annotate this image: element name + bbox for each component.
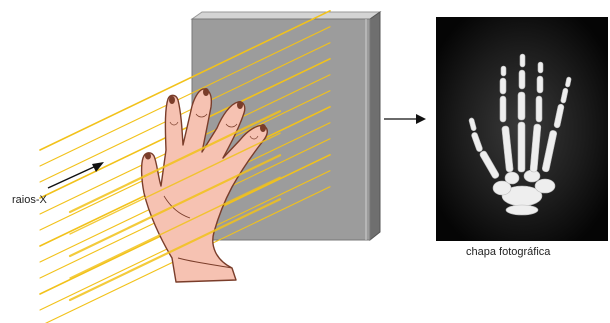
fingernail bbox=[145, 153, 151, 160]
film-label: chapa fotográfica bbox=[466, 246, 550, 258]
fingernail bbox=[237, 101, 243, 109]
rays-label: raios-X bbox=[12, 194, 47, 206]
arrow-right-icon bbox=[384, 114, 426, 124]
fingernail bbox=[203, 88, 209, 96]
plate-side-edge bbox=[370, 12, 380, 240]
fingernail bbox=[260, 124, 266, 132]
xray-film bbox=[436, 17, 608, 241]
fingernail bbox=[169, 96, 175, 104]
arrow-diagonal-icon bbox=[48, 162, 104, 188]
plate-top-edge bbox=[192, 12, 380, 19]
